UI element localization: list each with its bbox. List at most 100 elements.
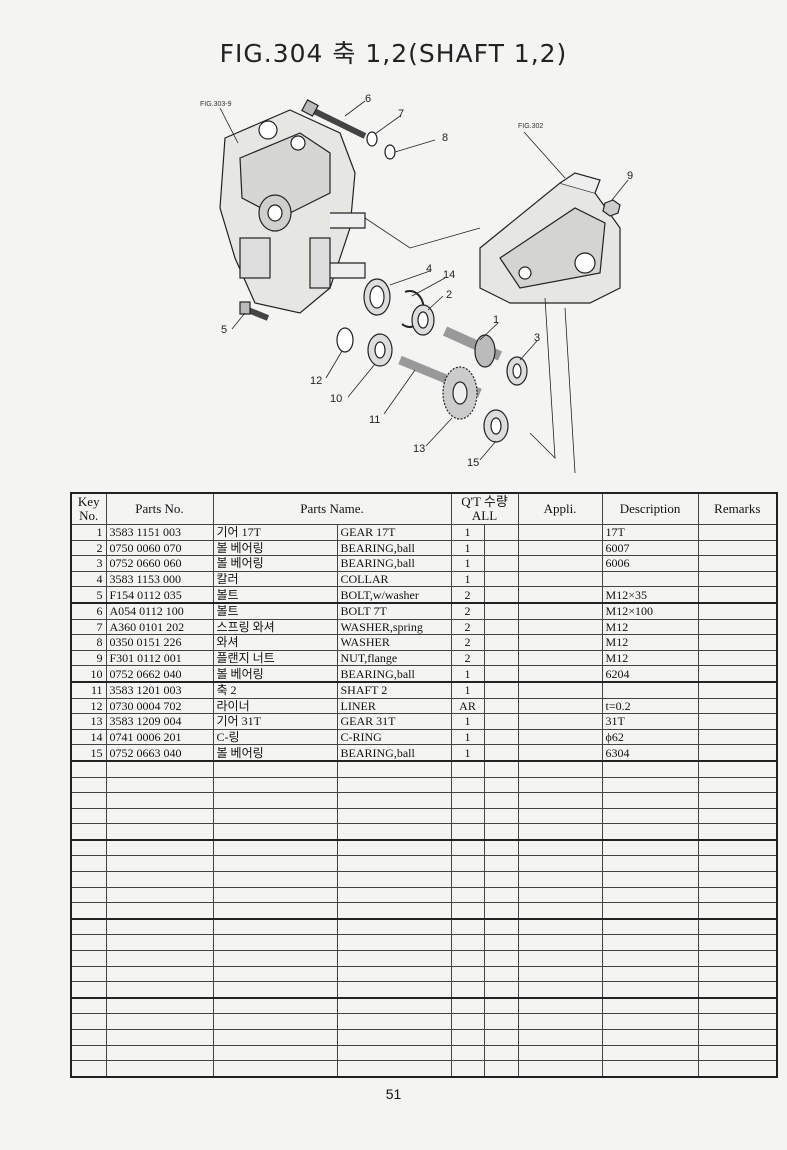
bolt-5 [239,301,270,321]
cell-name-kr [212,918,338,936]
cell-name-kr: 볼 베어링 [212,539,338,557]
cell-qty [450,760,485,778]
cell-name-kr [212,871,338,888]
cell-qty: 2 [450,634,485,651]
cell-name-kr: 라이너 [212,697,338,715]
cell-qty-extra [483,886,519,904]
cell-name-en [336,934,452,952]
cell-name-en [336,776,452,794]
cell-qty-extra [483,807,519,825]
cell-qty-extra [483,981,519,999]
cell-key [70,792,107,809]
cell-remarks [697,665,778,683]
cell-appli [517,823,603,841]
callout-5: 5 [221,324,228,336]
cell-qty-extra [483,665,519,683]
cell-parts-no: 0752 0662 040 [105,665,214,683]
cell-remarks [697,618,778,636]
callout-1: 1 [493,314,500,326]
cell-qty-extra [483,871,519,888]
table-row [70,886,778,904]
cell-qty [450,792,485,809]
cell-name-kr: 기어 17T [212,524,338,541]
cell-description: 6204 [601,665,699,683]
cell-name-kr: 볼트 [212,602,338,620]
cell-key: 6 [70,602,107,620]
cell-remarks [697,965,778,983]
cell-qty: 1 [450,728,485,746]
cell-name-kr [212,1029,338,1046]
frame-casting [479,172,621,304]
cell-qty-extra [483,697,519,715]
cell-description [601,965,699,983]
table-row [70,792,778,809]
cell-name-kr [212,839,338,857]
cell-appli [517,586,603,604]
cell-remarks [697,1029,778,1046]
cell-parts-no: F301 0112 001 [105,649,214,667]
cell-remarks [697,744,778,762]
cell-name-en: COLLAR [336,570,452,588]
cell-name-en: GEAR 17T [336,524,452,541]
cell-name-en: BOLT 7T [336,602,452,620]
cell-remarks [697,997,778,1015]
cell-name-en: BEARING,ball [336,665,452,683]
cell-name-kr [212,886,338,904]
table-row [70,997,778,1015]
cell-name-en: BEARING,ball [336,539,452,557]
cell-parts-no [105,918,214,936]
cell-name-en [336,871,452,888]
cell-qty: AR [450,697,485,715]
cell-name-en [336,807,452,825]
cell-remarks [697,855,778,873]
cell-name-en [336,950,452,967]
cell-remarks [697,1044,778,1062]
table-row [70,1029,778,1046]
cell-parts-no [105,807,214,825]
cell-name-kr: 볼 베어링 [212,744,338,762]
cell-name-kr [212,902,338,920]
cell-description: 6007 [601,539,699,557]
cell-appli [517,634,603,651]
header-remarks: Remarks [697,492,778,525]
cell-description [601,1044,699,1062]
cell-qty-extra [483,555,519,572]
callout-15: 15 [467,457,480,469]
cell-parts-no: F154 0112 035 [105,586,214,604]
cell-key [70,855,107,873]
fig-ref-303-9: FIG.303-9 [200,101,232,108]
table-row [70,839,778,857]
cell-name-kr: 칼러 [212,570,338,588]
cell-appli [517,1013,603,1030]
cell-appli [517,807,603,825]
cell-qty-extra [483,570,519,588]
cell-parts-no [105,1060,214,1078]
cell-parts-no: 0752 0663 040 [105,744,214,762]
cell-qty: 1 [450,555,485,572]
cell-appli [517,871,603,888]
cell-remarks [697,871,778,888]
cell-description: 6304 [601,744,699,762]
table-row [70,1044,778,1062]
table-row [70,776,778,794]
cell-parts-no [105,1044,214,1062]
cell-qty-extra [483,1013,519,1030]
table-row [70,981,778,999]
cell-name-en [336,902,452,920]
cell-name-kr [212,823,338,841]
cell-qty [450,981,485,999]
cell-qty [450,886,485,904]
table-row [70,902,778,920]
cell-key [70,981,107,999]
cell-appli [517,665,603,683]
cell-name-kr: 스프링 와셔 [212,618,338,636]
cell-appli [517,570,603,588]
cell-key [70,902,107,920]
cell-description [601,681,699,699]
cell-key: 12 [70,697,107,715]
callout-2: 2 [446,289,453,301]
header-parts-name: Parts Name. [212,492,452,525]
callout-11: 11 [369,414,381,426]
